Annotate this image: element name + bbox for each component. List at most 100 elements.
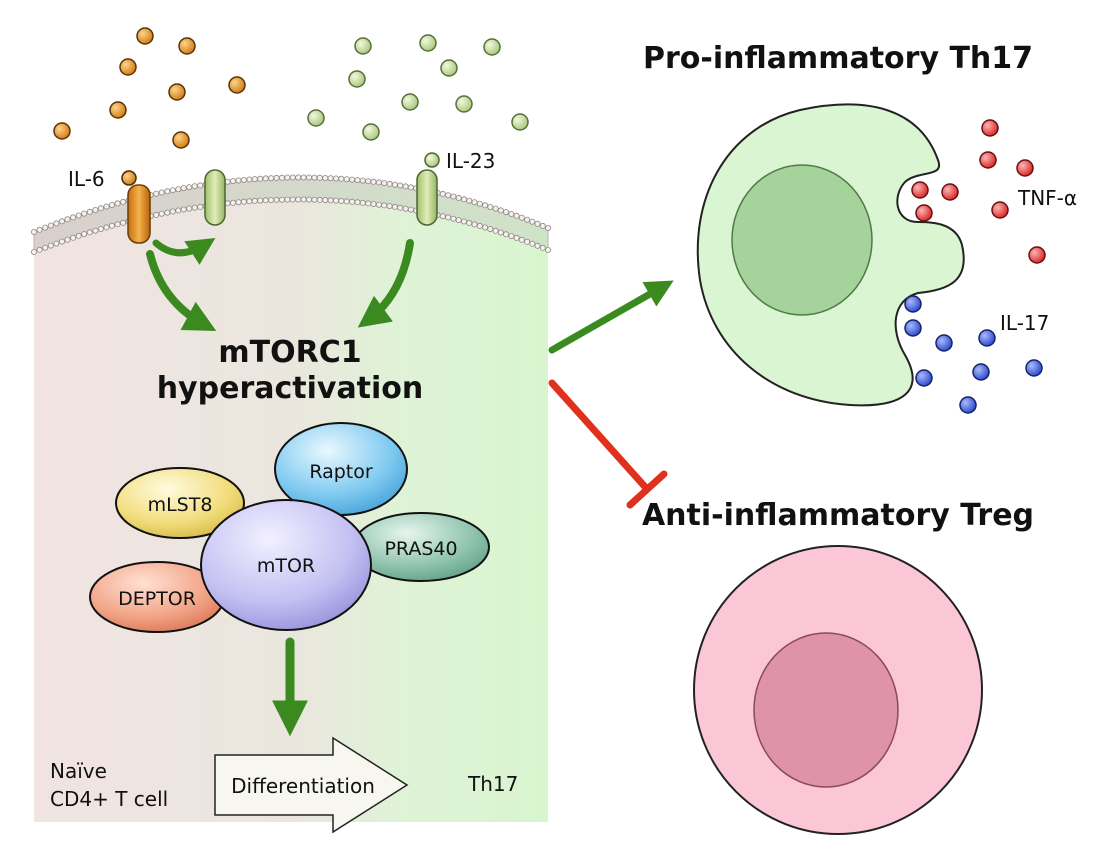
lipid-head [224,200,231,207]
il23-particle [483,38,501,56]
lipid-head [381,180,388,187]
lipid-head [158,189,165,196]
il23-particles [307,34,529,141]
lipid-head [235,177,242,184]
lipid-head [59,218,66,225]
lipid-head [273,174,280,181]
lipid-head [81,210,88,217]
lipid-head [492,205,499,212]
lipid-head [370,178,377,185]
lipid-head [30,248,37,255]
lipid-head [529,240,536,247]
lipid-head [545,246,552,253]
lipid-head [402,205,409,212]
mlst8-protein [115,467,245,539]
lipid-head [375,201,382,208]
lipid-head [466,219,473,226]
treg-nucleus [753,632,899,788]
lipid-head [476,200,483,207]
lipid-head [64,216,71,223]
il17-particle [972,363,990,381]
th17-title: Pro-inflammatory Th17 [643,41,1033,76]
il17-particle [978,329,996,347]
lipid-head [175,207,182,214]
lipid-head [497,229,504,236]
lipid-head [487,226,494,233]
il17-particle [904,319,922,337]
outcome-arrows [548,280,674,509]
lipid-head [316,174,323,181]
il6-particle [178,37,196,55]
mtorc1-complex: Raptor mLST8 PRAS40 DEPTOR mTOR [89,422,490,633]
lipid-head [529,218,536,225]
lipid-head [109,222,116,229]
tnf-particle [991,201,1009,219]
il17-particle [904,295,922,313]
il23-particle [455,95,473,113]
lipid-head [370,200,377,207]
lipid-head [86,229,93,236]
lipid-head [332,197,339,204]
lipid-head [186,184,193,191]
lipid-head [503,231,510,238]
lipid-head [240,198,247,205]
lipid-head [524,216,531,223]
lipid-head [300,174,307,181]
lipid-head [109,201,116,208]
lipid-head [257,175,264,182]
lipid-head [191,204,198,211]
lipid-head [300,196,307,203]
naive-label-line1: Naïve [50,759,107,783]
lipid-head [268,197,275,204]
il17-particle [959,396,977,414]
lipid-head [343,198,350,205]
lipid-head [224,178,231,185]
tnf-particle [911,181,929,199]
th17-nucleus [731,164,873,316]
naive-label-line2: CD4+ T cell [50,787,168,811]
lipid-head [240,176,247,183]
lipid-head [391,203,398,210]
lipid-head [97,225,104,232]
lipid-head [487,203,494,210]
il23-particle [419,34,437,52]
lipid-head [53,220,60,227]
tnf-particle [915,204,933,222]
lipid-head [86,208,93,215]
hyperactivation-label: hyperactivation [157,371,424,406]
lipid-head [153,190,160,197]
lipid-head [284,174,291,181]
lipid-head [75,212,82,219]
lipid-head [169,208,176,215]
lipid-head [229,199,236,206]
lipid-head [295,174,302,181]
lipid-head [305,196,312,203]
treg-cell [693,545,983,835]
lipid-head [64,236,71,243]
lipid-head [455,217,462,224]
lipid-head [262,197,269,204]
lipid-head [70,214,77,221]
il6-particle [228,76,246,94]
lipid-head [455,194,462,201]
lipid-head [278,196,285,203]
lipid-head [268,175,275,182]
lipid-head [397,182,404,189]
lipid-head [114,200,121,207]
mtor-label: mTOR [257,555,315,577]
lipid-head [36,226,43,233]
il23-particle [307,109,325,127]
il23-bound-ligand [424,152,440,168]
il6-particle [136,27,154,45]
treg-inhibition-arrow [548,379,668,509]
il6-particle [172,131,190,149]
il23-particle [362,123,380,141]
lipid-head [545,224,552,231]
lipid-head [534,220,541,227]
lipid-head [359,177,366,184]
lipid-head [482,202,489,209]
lipid-head [295,196,302,203]
lipid-head [36,246,43,253]
th17-activation-arrow [548,280,674,354]
lipid-head [75,232,82,239]
